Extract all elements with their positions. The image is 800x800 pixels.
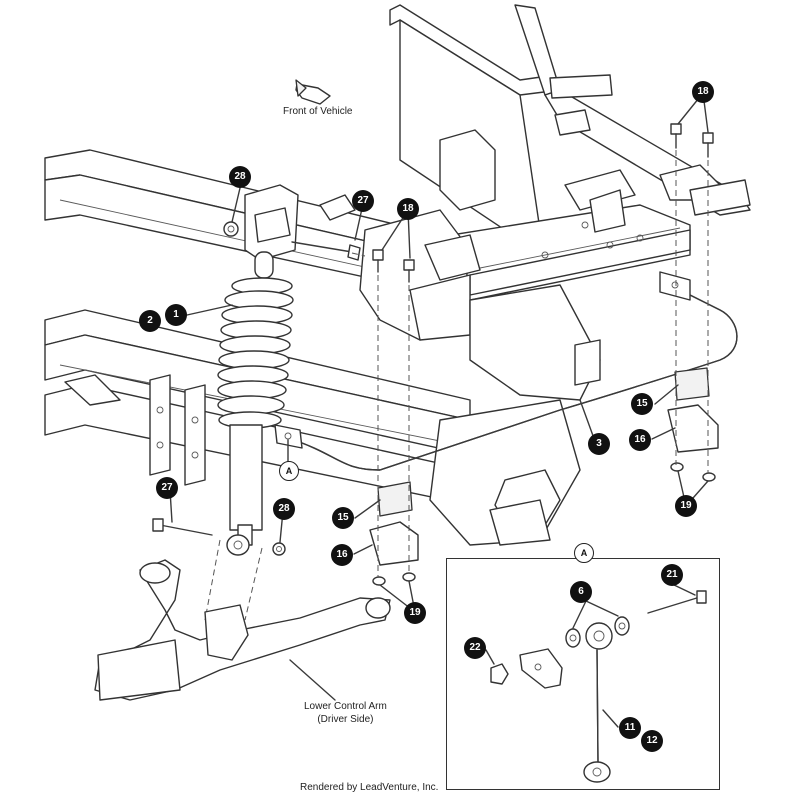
callout-19-right: 19 (675, 495, 697, 517)
coilover-shock (217, 251, 294, 556)
callout-18-right: 18 (692, 81, 714, 103)
callout-21: 21 (661, 564, 683, 586)
lower-control-arm-label-line2: (Driver Side) (317, 714, 374, 725)
watermark-text: Rendered by LeadVenture, Inc. (300, 782, 439, 793)
shock-hardware (152, 241, 361, 556)
sway-bar (274, 271, 738, 471)
callout-15-right: 15 (631, 393, 653, 415)
lower-control-arm (94, 559, 391, 701)
lower-control-arm-label: Lower Control Arm (Driver Side) (304, 700, 387, 726)
callout-27-upper: 27 (352, 190, 374, 212)
callout-11: 11 (619, 717, 641, 739)
callout-2: 2 (139, 310, 161, 332)
callout-18-left: 18 (397, 198, 419, 220)
callout-19-left: 19 (404, 602, 426, 624)
callout-27-lower: 27 (156, 477, 178, 499)
direction-arrow (295, 79, 331, 105)
detail-a-drawing (485, 583, 707, 783)
front-of-vehicle-label: Front of Vehicle (283, 106, 353, 117)
callout-22: 22 (464, 637, 486, 659)
bolts-18 (372, 123, 714, 283)
upper-frame (359, 4, 751, 546)
callout-1: 1 (165, 304, 187, 326)
callout-16-right: 16 (629, 429, 651, 451)
bushings-and-brackets (369, 367, 719, 586)
callout-15-left: 15 (332, 507, 354, 529)
callout-28-lower: 28 (273, 498, 295, 520)
assembly-lines (204, 150, 709, 621)
callout-12: 12 (641, 730, 663, 752)
callout-16-left: 16 (331, 544, 353, 566)
callout-6: 6 (570, 581, 592, 603)
callout-3: 3 (588, 433, 610, 455)
shock-mount-bracket (223, 184, 356, 261)
detail-a-reference-marker: A (279, 461, 299, 481)
callout-28-upper: 28 (229, 166, 251, 188)
detail-a-title-marker: A (574, 543, 594, 563)
lower-control-arm-label-line1: Lower Control Arm (304, 701, 387, 712)
